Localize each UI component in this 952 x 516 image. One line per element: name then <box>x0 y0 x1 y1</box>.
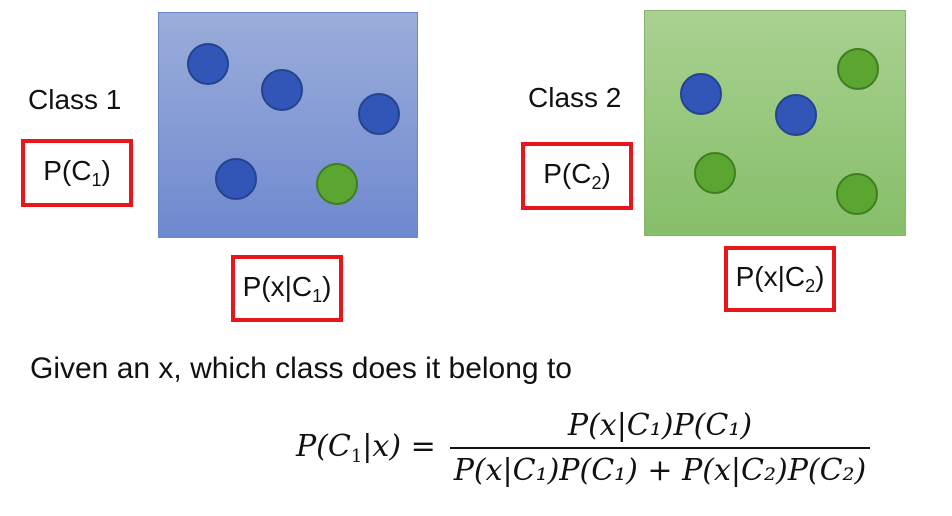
class2-likelihood-box: P(x|C2) <box>724 246 836 312</box>
formula-lhs: P(C1|x) = <box>296 429 436 467</box>
class1-green-dot <box>316 163 358 205</box>
class1-label: Class 1 <box>28 84 122 115</box>
class1-blue-dot <box>358 93 400 135</box>
class2-prior-box: P(C2) <box>521 142 633 210</box>
class2-label: Class 2 <box>528 82 622 113</box>
formula-numerator: P(x|C₁)P(C₁) <box>567 408 753 443</box>
class2-likelihood-text: P(x|C2) <box>735 261 825 296</box>
class2-green-dot <box>836 173 878 215</box>
class1-blue-dot <box>261 69 303 111</box>
class1-blue-dot <box>215 158 257 200</box>
formula-fraction: P(x|C₁)P(C₁) P(x|C₁)P(C₁) + P(x|C₂)P(C₂) <box>449 408 871 488</box>
fraction-bar <box>449 447 871 449</box>
formula-denominator: P(x|C₁)P(C₁) + P(x|C₂)P(C₂) <box>453 453 867 488</box>
class2-prior-text: P(C2) <box>543 158 611 193</box>
class1-likelihood-text: P(x|C1) <box>242 270 332 306</box>
class1-prior-text: P(C1) <box>43 155 111 190</box>
class2-green-dot <box>694 152 736 194</box>
bayes-formula: P(C1|x) = P(x|C₁)P(C₁) P(x|C₁)P(C₁) + P(… <box>296 408 871 488</box>
class1-blue-dot <box>187 43 229 85</box>
question-text: Given an x, which class does it belong t… <box>30 352 572 385</box>
class2-blue-dot <box>775 94 817 136</box>
class2-blue-dot <box>680 73 722 115</box>
class1-prior-box: P(C1) <box>21 139 133 207</box>
class2-sample-box <box>644 10 906 236</box>
class1-sample-box <box>158 12 418 238</box>
class1-likelihood-box: P(x|C1) <box>231 255 343 322</box>
class2-green-dot <box>837 48 879 90</box>
